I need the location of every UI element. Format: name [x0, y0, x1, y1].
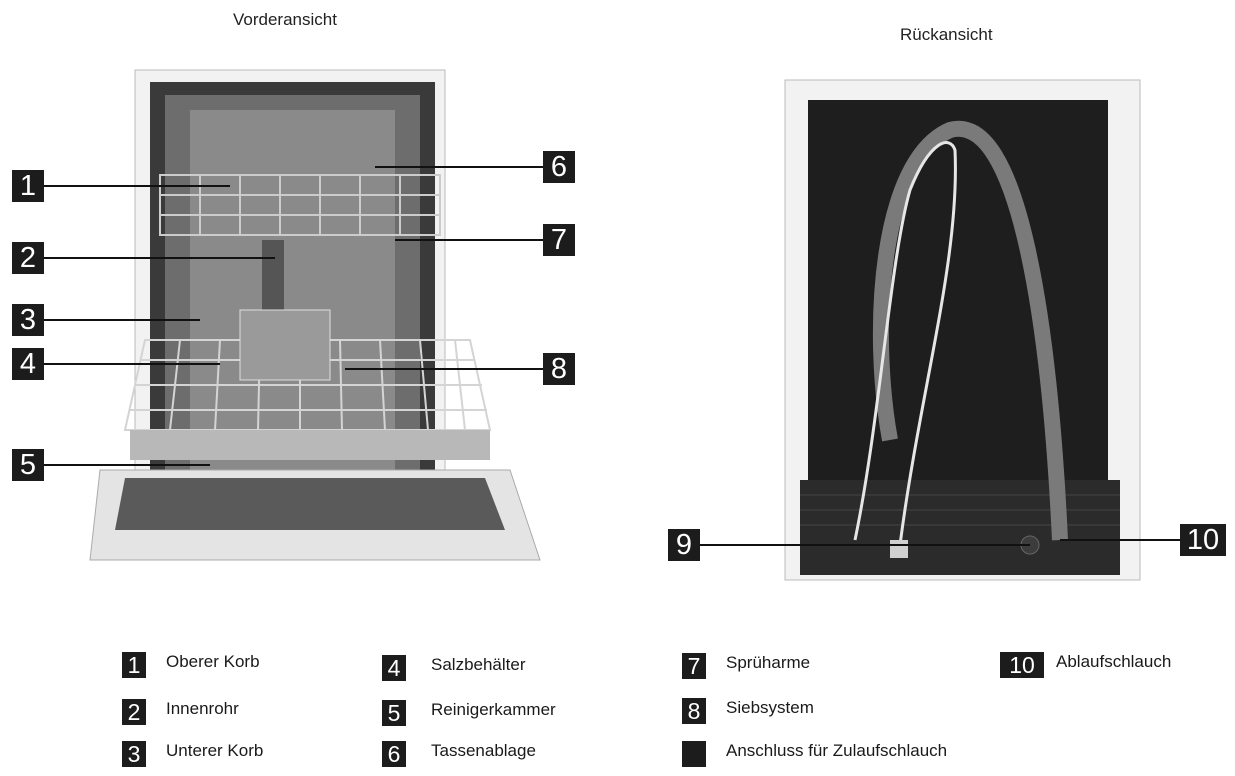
legend-label: Salzbehälter: [431, 655, 526, 675]
legend-label: Reinigerkammer: [431, 700, 556, 720]
legend-label: Oberer Korb: [166, 652, 260, 672]
dishwasher-illustration: [0, 0, 1235, 620]
callout-8: 8: [543, 353, 575, 385]
legend-label: Tassenablage: [431, 741, 536, 761]
legend-label: Anschluss für Zulaufschlauch: [726, 741, 947, 761]
callout-2: 2: [12, 242, 44, 274]
legend-number: 3: [122, 741, 146, 767]
legend-label: Sprüharme: [726, 653, 810, 673]
legend-number: 1: [122, 652, 146, 678]
legend-number: 2: [122, 699, 146, 725]
front-dishwasher-image: [43, 70, 543, 560]
legend-number: 7: [682, 653, 706, 679]
callout-6: 6: [543, 151, 575, 183]
legend-label: Siebsystem: [726, 698, 814, 718]
legend-label: Innenrohr: [166, 699, 239, 719]
legend-number: 4: [382, 655, 406, 681]
legend-label: Unterer Korb: [166, 741, 263, 761]
callout-1: 1: [12, 170, 44, 202]
legend-number: [682, 741, 706, 767]
legend-number: 10: [1000, 652, 1044, 678]
legend-number: 6: [382, 741, 406, 767]
callout-10: 10: [1180, 524, 1226, 556]
callout-7: 7: [543, 224, 575, 256]
legend-label: Ablaufschlauch: [1056, 652, 1171, 672]
legend-number: 8: [682, 698, 706, 724]
legend-number: 5: [382, 700, 406, 726]
callout-3: 3: [12, 304, 44, 336]
callout-9: 9: [668, 529, 700, 561]
callout-5: 5: [12, 449, 44, 481]
callout-4: 4: [12, 348, 44, 380]
back-dishwasher-image: [700, 80, 1190, 580]
